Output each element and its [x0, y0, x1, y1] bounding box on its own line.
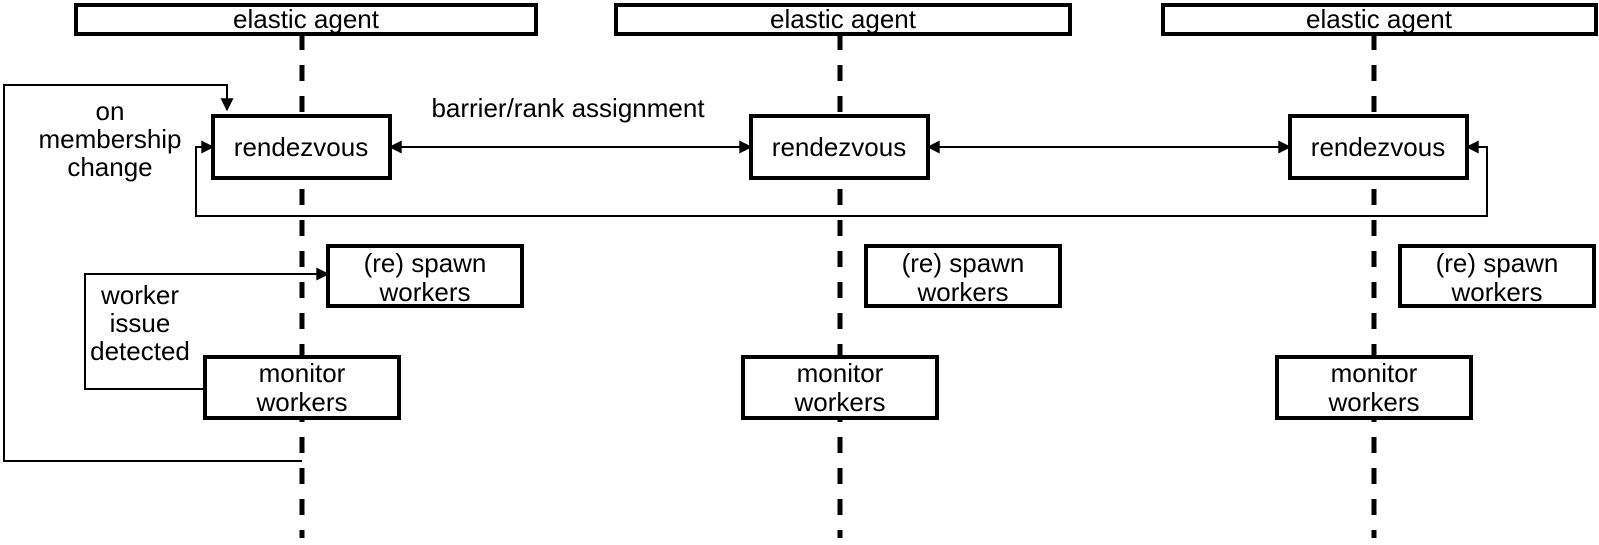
- on-membership-change-line3: change: [67, 152, 152, 182]
- monitor-workers-box: [741, 355, 939, 420]
- on-membership-change-line2: membership: [38, 124, 181, 154]
- monitor-workers-label-line1: monitor: [797, 358, 884, 388]
- monitor-workers-box: [1275, 355, 1473, 420]
- elastic-agent-box: [74, 3, 538, 36]
- worker-issue-detected-line2: issue: [110, 308, 171, 338]
- rendezvous-box: [211, 114, 392, 180]
- spawn-workers-box: [864, 244, 1062, 308]
- elastic-agent-title: elastic agent: [770, 4, 917, 34]
- spawn-workers-label-line1: (re) spawn: [1436, 248, 1559, 278]
- rendezvous-return-loop-arrow: [195, 140, 1488, 217]
- spawn-workers-label-line2: workers: [916, 277, 1008, 307]
- elastic-agent-title: elastic agent: [233, 4, 380, 34]
- barrier-rank-assignment-label: barrier/rank assignment: [431, 93, 705, 123]
- monitor-workers-label-line1: monitor: [259, 358, 346, 388]
- agent-column-2: elastic agent rendezvous (re) spawn work…: [614, 3, 1072, 420]
- spawn-workers-box: [326, 244, 524, 308]
- monitor-workers-label-line2: workers: [793, 387, 885, 417]
- elastic-agent-box: [614, 3, 1072, 36]
- agent-column-1: elastic agent rendezvous (re) spawn work…: [74, 3, 538, 420]
- rendezvous-label: rendezvous: [234, 132, 368, 162]
- spawn-workers-box: [1398, 244, 1596, 308]
- rendezvous-box: [1288, 114, 1469, 180]
- rendezvous-label: rendezvous: [1311, 132, 1445, 162]
- monitor-workers-box: [203, 355, 401, 420]
- rendezvous-label: rendezvous: [772, 132, 906, 162]
- spawn-workers-label-line1: (re) spawn: [364, 248, 487, 278]
- worker-issue-detected-line1: worker: [100, 280, 179, 310]
- rendezvous-box: [749, 114, 930, 180]
- connectors: [3, 84, 1488, 462]
- agent-column-3: elastic agent rendezvous (re) spawn work…: [1161, 3, 1598, 420]
- lifelines: [299, 34, 1377, 538]
- spawn-workers-label-line2: workers: [1450, 277, 1542, 307]
- worker-issue-detected-line3: detected: [90, 336, 190, 366]
- annotation-worker-issue-detected: worker issue detected: [90, 280, 190, 366]
- on-membership-change-loop-arrow: [3, 84, 302, 462]
- elastic-agent-box: [1161, 3, 1598, 36]
- monitor-workers-label-line2: workers: [255, 387, 347, 417]
- annotation-on-membership-change: on membership change: [38, 96, 181, 182]
- on-membership-change-line1: on: [96, 96, 125, 126]
- worker-issue-detected-arrow: [84, 267, 330, 390]
- monitor-workers-label-line1: monitor: [1331, 358, 1418, 388]
- spawn-workers-label-line2: workers: [378, 277, 470, 307]
- monitor-workers-label-line2: workers: [1327, 387, 1419, 417]
- elastic-agent-title: elastic agent: [1306, 4, 1453, 34]
- spawn-workers-label-line1: (re) spawn: [902, 248, 1025, 278]
